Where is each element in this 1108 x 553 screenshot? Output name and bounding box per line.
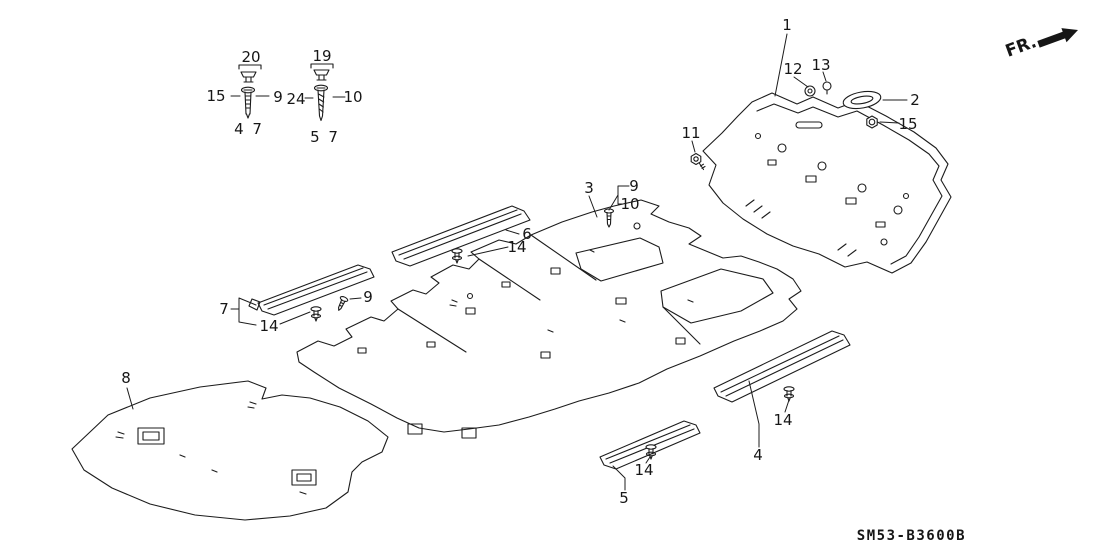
callout-4-7: 4 7 — [234, 120, 264, 138]
fastener-group-right — [310, 63, 334, 122]
clip-part-14-right — [783, 386, 795, 402]
callout-10-b: 10 — [620, 195, 639, 213]
clip-part-14-front — [451, 248, 463, 264]
callout-14-b: 14 — [259, 317, 278, 335]
clip-part-14-rear — [645, 444, 657, 460]
callout-14-a: 14 — [507, 238, 526, 256]
callout-5: 5 — [619, 489, 629, 507]
fastener-part-13 — [822, 81, 832, 95]
pad-part-2 — [842, 90, 882, 110]
diagram-part-code: SM53-B3600B — [857, 528, 966, 544]
callout-4: 4 — [753, 446, 763, 464]
nut-part-15 — [866, 115, 878, 129]
callout-3: 3 — [584, 179, 594, 197]
callout-8: 8 — [121, 369, 131, 387]
floor-carpet-part-3 — [296, 199, 802, 439]
callout-6: 6 — [522, 225, 532, 243]
callout-24: 24 — [286, 90, 305, 108]
fr-direction-arrow — [1037, 28, 1078, 48]
sill-trim-part-7 — [248, 264, 375, 316]
callout-9-b: 9 — [629, 177, 639, 195]
callout-11: 11 — [681, 124, 700, 142]
callout-5-7: 5 7 — [310, 128, 340, 146]
fastener-group-left — [238, 64, 262, 119]
floor-mat-part-8 — [71, 380, 389, 521]
leader-lines — [126, 33, 908, 491]
callout-9-c: 9 — [363, 288, 373, 306]
sill-trim-part-6 — [391, 205, 531, 267]
callout-2: 2 — [910, 91, 920, 109]
callout-1: 1 — [782, 16, 792, 34]
bolt-part-11 — [690, 152, 706, 171]
grommet-part-12 — [804, 85, 816, 97]
callout-15-b: 15 — [898, 115, 917, 133]
screw-part-9-left — [338, 295, 349, 311]
callout-10-a: 10 — [343, 88, 362, 106]
carpet-screw-part-9-10 — [603, 208, 615, 228]
callout-15-a: 15 — [206, 87, 225, 105]
callout-14-c: 14 — [773, 411, 792, 429]
fr-label: FR. — [1003, 32, 1039, 62]
callout-20: 20 — [241, 48, 260, 66]
callout-7: 7 — [219, 300, 229, 318]
callout-13: 13 — [811, 56, 830, 74]
clip-part-14-left — [310, 306, 322, 322]
callout-12: 12 — [783, 60, 802, 78]
callout-14-d: 14 — [634, 461, 653, 479]
sill-garnish-part-4 — [713, 330, 851, 403]
callout-9-a: 9 — [273, 88, 283, 106]
callout-19: 19 — [312, 47, 331, 65]
